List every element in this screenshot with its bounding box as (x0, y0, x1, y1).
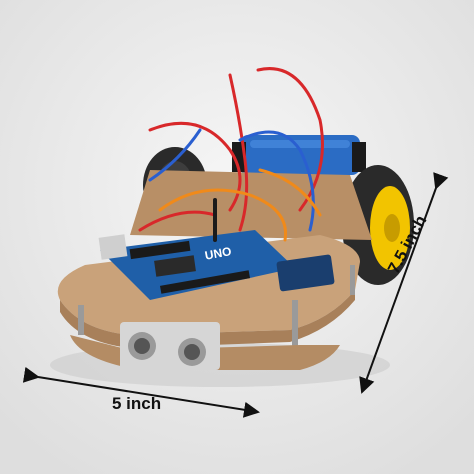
board-marking: UNO (204, 244, 233, 262)
width-label: 5 inch (112, 394, 162, 413)
ultrasonic-sensor (120, 322, 220, 370)
battery-pack (232, 135, 366, 175)
standoffs (78, 265, 355, 358)
arduino-board: UNO (98, 230, 295, 300)
width-dimension-arrow (22, 366, 260, 418)
wires (138, 67, 324, 242)
length-dimension-arrow (359, 172, 449, 394)
bluetooth-module (276, 254, 335, 292)
